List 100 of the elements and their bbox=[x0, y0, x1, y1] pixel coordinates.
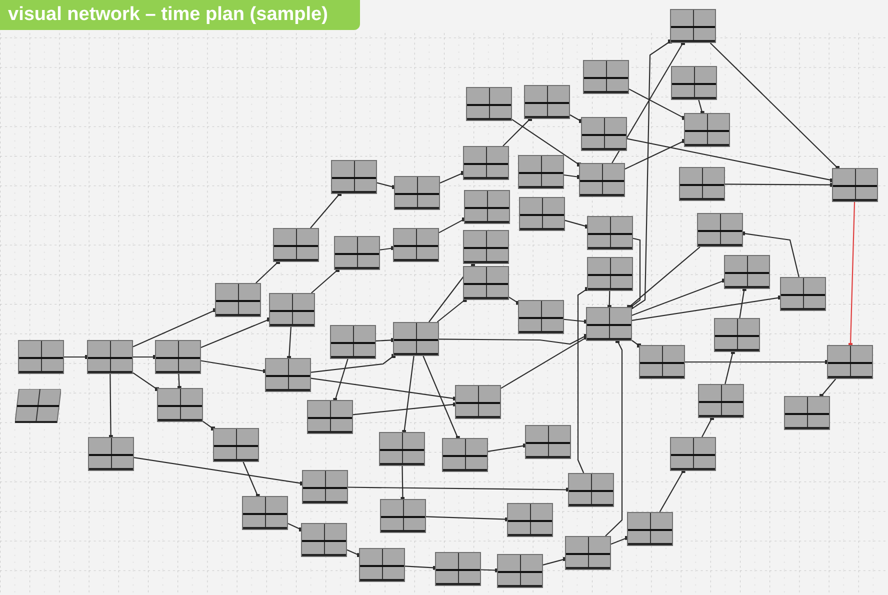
connector-line bbox=[702, 416, 714, 438]
task-box bbox=[463, 230, 509, 264]
task-box bbox=[639, 345, 685, 379]
task-box bbox=[213, 428, 259, 462]
connector-line bbox=[310, 192, 342, 228]
connector-line bbox=[512, 119, 581, 167]
task-box bbox=[330, 325, 376, 359]
connector-line bbox=[502, 117, 532, 146]
connector-line bbox=[310, 354, 396, 373]
task-box bbox=[379, 432, 425, 466]
task-box bbox=[464, 190, 510, 224]
connector-line bbox=[612, 41, 685, 164]
task-box bbox=[301, 523, 347, 557]
task-box bbox=[586, 307, 632, 341]
connector-line bbox=[632, 40, 672, 310]
connector-line bbox=[438, 217, 466, 234]
connector-line bbox=[605, 339, 623, 536]
task-box bbox=[435, 552, 481, 586]
connector-line bbox=[564, 318, 588, 324]
connector-line bbox=[628, 88, 686, 120]
task-box bbox=[331, 160, 377, 194]
connector-line bbox=[346, 549, 361, 558]
task-box bbox=[671, 66, 717, 100]
task-box bbox=[497, 554, 543, 588]
title-banner: visual network – time plan (sample) bbox=[0, 0, 360, 30]
task-box bbox=[265, 358, 311, 392]
connector-line bbox=[132, 308, 217, 348]
task-box bbox=[627, 512, 673, 546]
connector-line bbox=[685, 360, 829, 364]
task-box bbox=[679, 167, 725, 201]
task-box bbox=[359, 548, 405, 582]
connector-line bbox=[741, 231, 800, 278]
connector-line bbox=[134, 457, 304, 486]
task-box bbox=[698, 384, 744, 418]
connector-line bbox=[242, 462, 260, 498]
task-box bbox=[670, 9, 716, 43]
connector-line bbox=[659, 469, 686, 512]
task-box bbox=[269, 293, 315, 327]
task-box bbox=[507, 503, 553, 537]
task-box bbox=[157, 388, 203, 422]
task-box bbox=[334, 236, 380, 270]
connector-line bbox=[570, 114, 583, 124]
connector-line bbox=[404, 566, 437, 570]
connector-line bbox=[632, 278, 726, 316]
connector-line bbox=[200, 360, 267, 374]
task-box bbox=[697, 213, 743, 247]
task-box bbox=[579, 163, 625, 197]
connector-line bbox=[288, 523, 303, 532]
task-box bbox=[519, 197, 565, 231]
task-box bbox=[587, 216, 633, 250]
connector-line bbox=[376, 338, 395, 342]
task-box bbox=[393, 322, 439, 356]
connector-line bbox=[698, 100, 704, 115]
connector-line bbox=[64, 355, 89, 359]
task-box bbox=[18, 340, 64, 374]
connector-line bbox=[426, 516, 509, 522]
task-box bbox=[88, 437, 134, 471]
task-box bbox=[302, 470, 348, 504]
connector-line bbox=[564, 220, 589, 229]
task-box bbox=[155, 340, 201, 374]
task-box bbox=[394, 176, 440, 210]
task-box bbox=[524, 85, 570, 119]
connector-line bbox=[202, 420, 215, 431]
task-box bbox=[442, 438, 488, 472]
connector-line bbox=[508, 296, 520, 305]
connector-line bbox=[628, 238, 641, 309]
task-box bbox=[714, 318, 760, 352]
connector-line bbox=[725, 182, 834, 187]
task-box bbox=[684, 113, 730, 147]
task-box bbox=[565, 536, 611, 570]
connector-line bbox=[480, 568, 499, 572]
task-box bbox=[583, 60, 629, 94]
task-box bbox=[307, 400, 353, 434]
connector-line bbox=[402, 356, 414, 434]
task-box bbox=[393, 228, 439, 262]
connector-line bbox=[577, 287, 589, 474]
task-box bbox=[463, 146, 509, 180]
task-box bbox=[466, 87, 512, 121]
connector-line bbox=[627, 246, 700, 309]
connector-line bbox=[200, 317, 271, 348]
task-box bbox=[215, 283, 261, 317]
connector-line bbox=[311, 268, 340, 294]
connector-line bbox=[624, 138, 686, 170]
connector-line bbox=[436, 298, 467, 322]
task-box bbox=[242, 496, 288, 530]
task-box bbox=[455, 385, 501, 419]
connector-line bbox=[256, 260, 280, 284]
connector-line bbox=[739, 287, 746, 318]
task-box bbox=[380, 499, 426, 533]
connector-line bbox=[632, 296, 782, 321]
connector-line bbox=[542, 557, 567, 566]
task-box bbox=[587, 257, 633, 291]
task-box bbox=[724, 255, 770, 289]
connector-line bbox=[333, 358, 348, 402]
connector-line bbox=[564, 174, 581, 179]
connector-line bbox=[177, 374, 182, 390]
connector-line bbox=[132, 372, 159, 392]
connector-line bbox=[710, 42, 840, 170]
connector-line bbox=[610, 536, 629, 545]
task-box bbox=[581, 117, 627, 151]
